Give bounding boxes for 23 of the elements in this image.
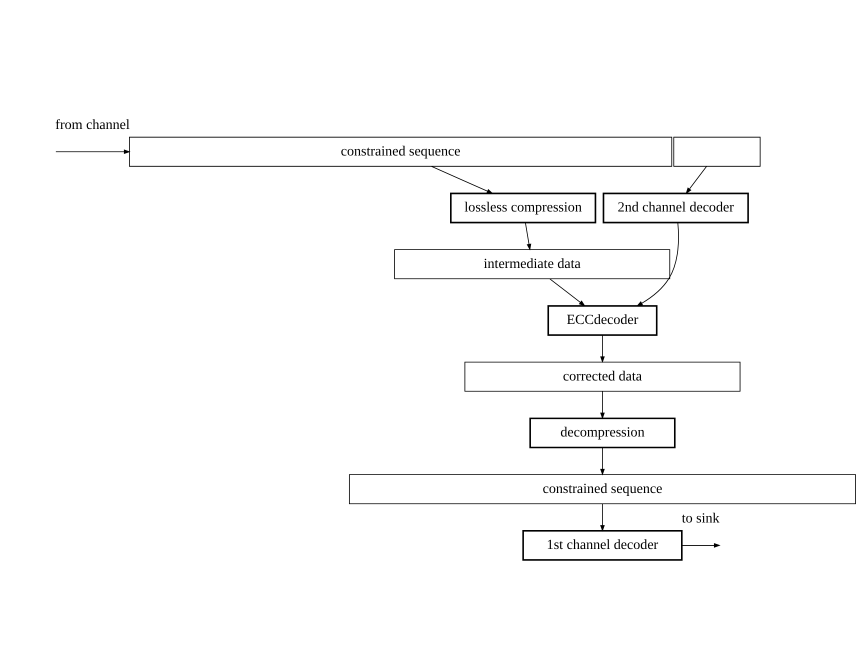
arrow [636,222,679,306]
node-box: constrained sequence [348,474,856,504]
arrow [600,390,605,419]
arrow [600,502,605,532]
node-box: intermediate data [394,248,670,279]
arrow [600,446,605,476]
node-box: ECCdecoder [547,304,658,336]
arrow [686,166,707,194]
arrow [550,278,586,306]
node-box [673,136,761,166]
arrow [600,334,605,363]
arrow [55,148,131,154]
node-box: 1st channel decoder [522,530,683,560]
node-box: lossless compression [450,192,596,223]
node-box: decompression [529,417,676,448]
edge-label: to sink [682,510,720,526]
arrow [525,222,532,250]
arrow [682,542,721,548]
edge-label: from channel [55,116,130,132]
node-box: corrected data [464,361,740,392]
node-box: 2nd channel decoder [602,192,749,223]
arrow [431,166,494,194]
node-box: constrained sequence [129,136,672,166]
